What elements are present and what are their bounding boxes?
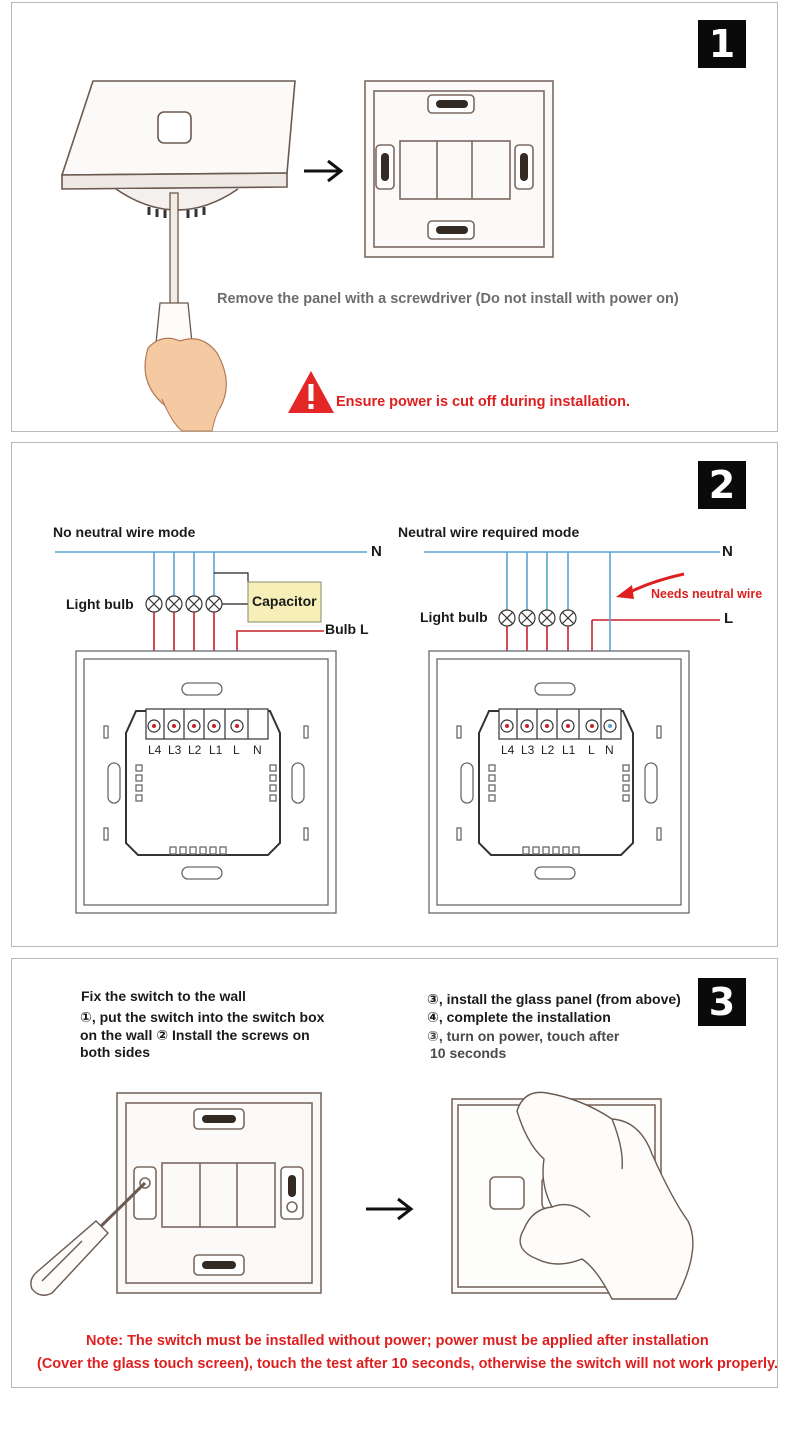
terminal-label-l1: L1	[562, 743, 576, 757]
terminal-label-l3: L3	[168, 743, 182, 757]
step-1-caption: Remove the panel with a screwdriver (Do …	[217, 291, 679, 307]
step-3-illustration	[30, 1091, 694, 1300]
note-line-2: (Cover the glass touch screen), touch th…	[37, 1356, 779, 1372]
right-live-label: L	[724, 610, 734, 627]
step-1-warning: Ensure power is cut off during installat…	[336, 394, 631, 410]
terminal-label-l2: L2	[188, 743, 202, 757]
screwdriver-hand-illustration	[144, 192, 227, 432]
left-wiring	[55, 551, 367, 914]
wiring-diagrams	[55, 551, 720, 914]
step-3-badge: 3	[698, 978, 746, 1026]
terminal-label-l2: L2	[541, 743, 555, 757]
right-terminal-block	[498, 708, 622, 740]
step-3-panel: 3 Fix the switch to the wall ①, put the …	[11, 958, 778, 1388]
terminal-label-l1: L1	[209, 743, 223, 757]
needs-neutral-label: Needs neutral wire	[651, 587, 763, 601]
terminal-label-n: N	[253, 743, 262, 757]
right-light-bulb-label: Light bulb	[420, 609, 488, 625]
switch-panel-side-view	[60, 80, 296, 218]
warning-icon	[288, 371, 334, 413]
right-wiring	[424, 551, 720, 914]
step-3-right-line-3: ③, turn on power, touch after	[427, 1028, 620, 1044]
right-light-bulbs	[498, 609, 577, 627]
step-2-badge: 2	[698, 461, 746, 509]
arrow-right-icon	[366, 1197, 414, 1221]
terminal-label-n: N	[605, 743, 614, 757]
step-3-left-line-1: ①, put the switch into the switch box	[80, 1009, 325, 1025]
left-light-bulb-label: Light bulb	[66, 596, 134, 612]
step-3-left-heading: Fix the switch to the wall	[81, 988, 246, 1004]
terminal-label-l3: L3	[521, 743, 535, 757]
screwdriver-icon	[30, 1181, 147, 1296]
wall-box-with-screwdriver	[116, 1092, 322, 1294]
step-1-badge: 1	[698, 20, 746, 68]
step-1-illustration	[60, 80, 554, 432]
capacitor-label: Capacitor	[252, 593, 317, 609]
arrow-right-icon	[304, 159, 344, 183]
left-terminal-block	[145, 708, 269, 740]
left-light-bulbs	[145, 595, 223, 613]
terminal-label-l4: L4	[501, 743, 515, 757]
step-3-right-line-4: 10 seconds	[430, 1045, 507, 1061]
terminal-label-l: L	[233, 743, 240, 757]
right-switch-backplate	[428, 650, 690, 914]
step-3-left-line-2: on the wall ② Install the screws on	[80, 1027, 310, 1043]
step-1-panel: 1	[11, 2, 778, 432]
hand-illustration	[516, 1091, 694, 1300]
capacitor-box	[247, 581, 322, 623]
right-diagram-title: Neutral wire required mode	[398, 524, 580, 540]
terminal-label-l4: L4	[148, 743, 162, 757]
right-neutral-label: N	[722, 543, 733, 560]
left-neutral-label: N	[371, 543, 382, 560]
note-line-1: Note: The switch must be installed witho…	[86, 1333, 709, 1349]
step-3-left-line-3: both sides	[80, 1044, 151, 1060]
step-3-right-line-1: ③, install the glass panel (from above)	[427, 991, 681, 1007]
step-3-right-line-2: ④, complete the installation	[427, 1009, 611, 1025]
wall-box-front-view	[364, 80, 554, 258]
terminal-label-l: L	[588, 743, 595, 757]
left-diagram-title: No neutral wire mode	[53, 524, 196, 540]
left-switch-backplate	[75, 650, 337, 914]
bulb-l-label: Bulb L	[325, 621, 369, 637]
needs-neutral-arrow-icon	[616, 572, 685, 599]
step-2-panel: 2 No neutral wire mode Neutral wire requ…	[11, 442, 778, 947]
